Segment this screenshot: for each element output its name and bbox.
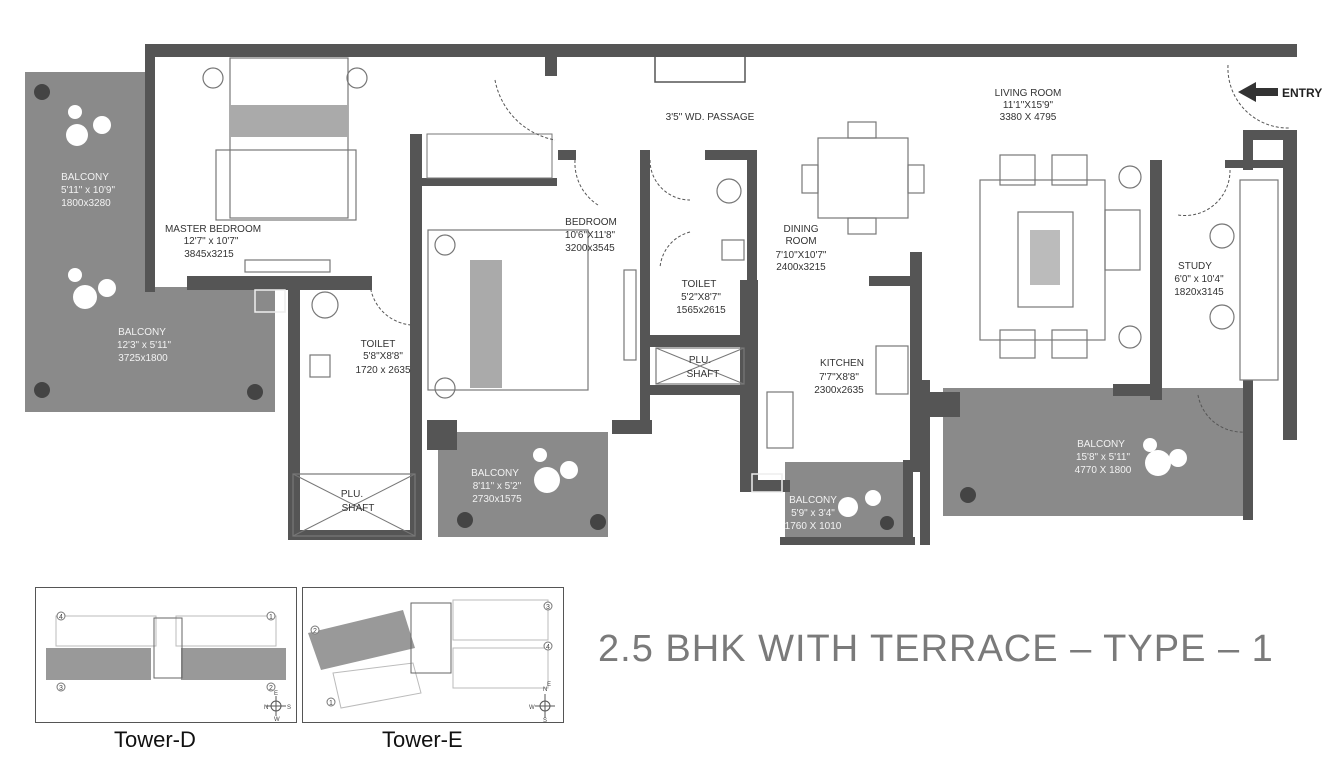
toilet-2-name: TOILET [361,339,396,350]
living-room-dim-ft: 11'1"X15'9" [1003,100,1054,111]
entry-arrow-icon [1238,82,1278,102]
master-bedroom-dim-mm: 3845x3215 [184,249,234,260]
balcony-area-2 [25,287,275,412]
tower-d-label: Tower-D [114,727,196,752]
balcony-2-name: BALCONY [118,327,166,338]
plu-shaft-2-line1: PLU. [341,489,363,500]
study-dim-mm: 1820x3145 [1174,287,1224,298]
dining-room-name-2: ROOM [785,236,816,247]
balcony-2-dim-ft: 12'3" x 5'11" [117,340,172,351]
balcony-4-dim-mm: 1760 X 1010 [785,521,842,532]
balcony-3-name: BALCONY [471,468,519,479]
balcony-4-name: BALCONY [789,495,837,506]
walls [145,44,1297,545]
svg-text:N: N [264,705,268,711]
toilet-2-dim-ft: 5'8"X8'8" [363,351,403,362]
door-swings [369,64,1291,433]
balcony-2-dim-mm: 3725x1800 [118,353,168,364]
bedroom-name: BEDROOM [565,217,617,228]
key-plan-tower-d: 4 1 3 2 N E S W [35,587,297,723]
master-bedroom-name: MASTER BEDROOM [165,224,261,235]
svg-text:W: W [529,705,535,711]
tower-e-label: Tower-E [382,727,463,752]
kitchen-name: KITCHEN [820,358,864,369]
plu-shaft-2-line2: SHAFT [342,503,375,514]
tower-e-unit-3: 3 [546,604,550,611]
bedroom-dim-ft: 10'6"X11'8" [565,230,616,241]
plan-title: 2.5 BHK WITH TERRACE – TYPE – 1 [598,628,1274,670]
svg-text:N: N [543,687,547,693]
balcony-area-5 [943,388,1253,516]
tower-d-unit-1: 1 [269,614,273,621]
tower-e-unit-2: 2 [313,628,317,635]
svg-text:W: W [274,717,280,722]
kitchen-dim-mm: 2300x2635 [814,385,864,396]
balcony-5-name: BALCONY [1077,439,1125,450]
living-room-name: LIVING ROOM [995,88,1062,99]
dining-room-dim-ft: 7'10"X10'7" [776,250,827,261]
furniture [202,57,1279,537]
floor-plan: ENTRY 3'5" WD. PASSAGE LIVING ROOM 11'1"… [25,44,1322,545]
svg-text:S: S [543,718,547,722]
dining-room-dim-mm: 2400x3215 [776,262,826,273]
plu-shaft-1-line1: PLU. [689,355,711,366]
svg-text:S: S [287,705,291,711]
passage-label: 3'5" WD. PASSAGE [666,112,755,123]
key-plan-tower-d-drawing: 4 1 3 2 N E S W [46,611,291,723]
balcony-1-dim-mm: 1800x3280 [61,198,111,209]
toilet-2-dim-mm: 1720 x 2635 [355,365,410,376]
toilet-1-name: TOILET [682,279,717,290]
balcony-3-dim-mm: 2730x1575 [472,494,522,505]
balcony-decor [34,84,1187,530]
study-name: STUDY [1178,261,1212,272]
living-room-dim-mm: 3380 X 4795 [1000,112,1057,123]
balcony-3-dim-ft: 8'11" x 5'2" [473,481,522,492]
key-plan-tower-e-drawing: 2 3 4 1 N E S W [308,599,555,724]
compass-icon: N E S W [264,691,291,723]
tower-e-unit-4: 4 [546,644,550,651]
balcony-4-dim-ft: 5'9" x 3'4" [791,508,835,519]
balcony-1-dim-ft: 5'11" x 10'9" [61,185,116,196]
entry-label: ENTRY [1282,86,1322,100]
tower-d-unit-4: 4 [59,614,63,621]
svg-text:E: E [547,682,551,688]
balcony-5-dim-ft: 15'8" x 5'11" [1076,452,1131,463]
dining-room-name-1: DINING [784,224,819,235]
study-dim-ft: 6'0" x 10'4" [1174,274,1224,285]
tower-d-unit-2: 2 [269,685,273,692]
svg-text:E: E [274,691,278,697]
balcony-area-1 [25,72,147,287]
toilet-1-dim-mm: 1565x2615 [676,305,726,316]
tower-d-unit-3: 3 [59,685,63,692]
bedroom-dim-mm: 3200x3545 [565,243,615,254]
key-plan-tower-e: 2 3 4 1 N E S W [302,587,564,724]
compass-icon: N E S W [529,682,555,724]
master-bedroom-dim-ft: 12'7" x 10'7" [184,236,239,247]
toilet-1-dim-ft: 5'2"X8'7" [681,292,721,303]
balcony-5-dim-mm: 4770 X 1800 [1075,465,1132,476]
plu-shaft-1-line2: SHAFT [687,369,720,380]
tower-e-unit-1: 1 [329,700,333,707]
kitchen-dim-ft: 7'7"X8'8" [819,372,859,383]
balcony-1-name: BALCONY [61,172,109,183]
